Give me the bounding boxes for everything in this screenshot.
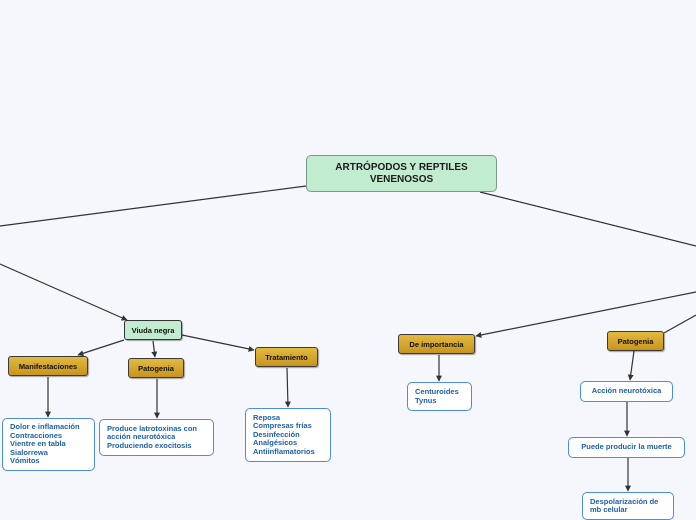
detail-line: Contracciones: [10, 430, 63, 440]
root-topic-line-1: ARTRÓPODOS Y REPTILES: [335, 161, 468, 173]
patogenia-viuda-negra-label: Patogenia: [138, 363, 174, 373]
viuda-negra-topic[interactable]: Viuda negra: [124, 320, 182, 340]
connector-patogenia-esc-step1: [627, 350, 635, 381]
detail-line: Vientre en tabla: [10, 439, 66, 449]
connector-to-tratamiento: [181, 334, 255, 352]
detail-line: Dolor e inflamación: [10, 422, 80, 432]
connector-to-viuda-negra: [0, 263, 128, 321]
manifestaciones-label: Manifestaciones: [18, 361, 78, 371]
step-label: Acción neurotóxica: [591, 386, 662, 396]
detail-line: Analgésicos: [253, 438, 298, 448]
despolarizacion-node[interactable]: Despolarización de mb celular: [582, 492, 674, 520]
patogenia-escorpion-topic[interactable]: Patogenia: [607, 331, 664, 351]
manifestaciones-topic[interactable]: Manifestaciones: [8, 356, 88, 376]
detail-line: Reposa: [253, 412, 281, 422]
detail-line: Tynus: [415, 395, 437, 405]
root-topic-line-2: VENENOSOS: [369, 173, 434, 185]
detail-line: Desinfección: [253, 429, 300, 439]
detail-line: Antiinflamatorios: [253, 446, 315, 456]
de-importancia-label: De importancia: [409, 339, 464, 349]
connector-root-right: [479, 191, 696, 247]
step-label: Puede producir la muerte: [581, 442, 672, 452]
tratamiento-topic[interactable]: Tratamiento: [255, 347, 318, 367]
patogenia-viuda-negra-details[interactable]: Produce latrotoxinas con acción neurotóx…: [99, 419, 214, 456]
tratamiento-label: Tratamiento: [265, 352, 308, 362]
detail-line: Despolarización de: [590, 496, 659, 506]
connector-to-patogenia-esc: [663, 314, 696, 334]
connector-to-de-importancia: [475, 291, 696, 338]
viuda-negra-label: Viuda negra: [131, 325, 175, 335]
detail-line: Compresas frías: [253, 421, 312, 431]
tratamiento-details[interactable]: Reposa Compresas frías Desinfección Anal…: [245, 408, 331, 462]
connector-root-left: [0, 185, 307, 227]
manifestaciones-details[interactable]: Dolor e inflamación Contracciones Vientr…: [2, 418, 95, 471]
detail-line: Vómitos: [10, 456, 40, 466]
connector-to-manifestaciones: [77, 339, 125, 357]
detail-line: acción neurotóxica: [107, 432, 176, 442]
patogenia-viuda-negra-topic[interactable]: Patogenia: [128, 358, 184, 378]
detail-line: Sialorrewa: [10, 447, 48, 457]
de-importancia-details[interactable]: Centuroides Tynus: [407, 382, 472, 411]
puede-producir-muerte-node[interactable]: Puede producir la muerte: [568, 437, 685, 458]
connector-to-patogenia-vn: [151, 340, 158, 358]
detail-line: Produciendo exocitosis: [107, 440, 192, 450]
detail-line: mb celular: [590, 505, 628, 514]
detail-line: Produce latrotoxinas con: [107, 423, 198, 433]
de-importancia-topic[interactable]: De importancia: [398, 334, 475, 354]
connector-tratamiento-details: [284, 367, 291, 408]
root-topic[interactable]: ARTRÓPODOS Y REPTILES VENENOSOS: [306, 155, 497, 192]
detail-line: Centuroides: [415, 387, 459, 396]
accion-neurotoxica-node[interactable]: Acción neurotóxica: [580, 381, 673, 402]
patogenia-escorpion-label: Patogenia: [617, 336, 654, 346]
